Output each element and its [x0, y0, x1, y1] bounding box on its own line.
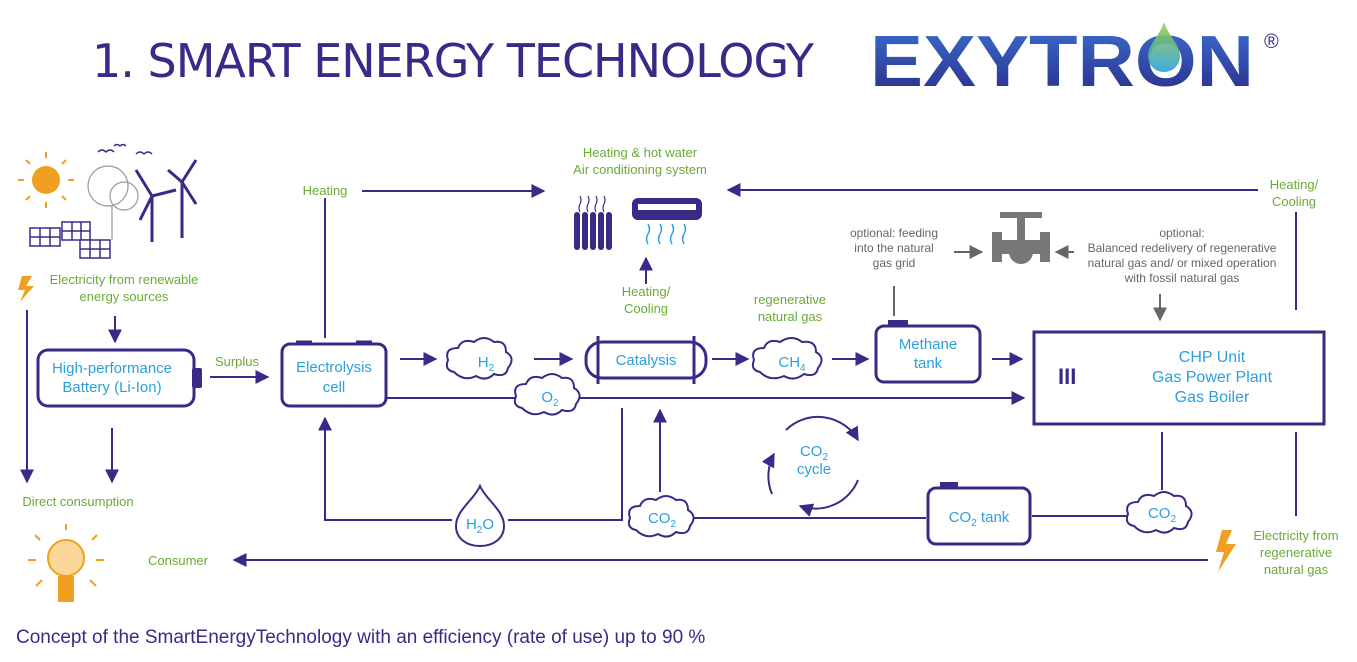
- optional-feed-label-1: optional: feeding: [850, 226, 938, 240]
- co2-left-label: CO2: [648, 510, 677, 530]
- electricity-regen-label-3: natural gas: [1264, 562, 1329, 577]
- h2o-text: H: [466, 516, 477, 533]
- co2-tank-subscript: 2: [971, 518, 977, 529]
- catalysis-node: Catalysis: [584, 336, 708, 384]
- chp-label-1: CHP Unit: [1179, 349, 1246, 366]
- tree-icon: [87, 165, 139, 240]
- electrolysis-label-2: cell: [323, 379, 346, 396]
- electricity-regen-label-2: regenerative: [1260, 545, 1332, 560]
- consumer-label: Consumer: [148, 553, 209, 568]
- sun-icon: [18, 152, 74, 208]
- co2-left-text: CO: [648, 510, 671, 527]
- co2-tank-label: CO2 tank: [949, 509, 1010, 529]
- o2-text: O: [541, 389, 553, 406]
- optional-redelivery-label-1: optional:: [1159, 226, 1204, 240]
- renewable-sources-illustration: [18, 143, 198, 259]
- chp-unit-node: III CHP Unit Gas Power Plant Gas Boiler: [1032, 330, 1326, 426]
- co2-tank-suffix: tank: [977, 509, 1010, 526]
- heating-cooling-right-label-2: Cooling: [1272, 194, 1316, 209]
- renewable-label-2: energy sources: [80, 289, 169, 304]
- co2-tank-node: CO2 tank: [926, 482, 1032, 546]
- regen-gas-label-1: regenerative: [754, 292, 826, 307]
- flow-lines: [20, 183, 1297, 567]
- h2-cloud: H2: [445, 337, 513, 380]
- surplus-label: Surplus: [215, 354, 260, 369]
- ch4-label: CH4: [778, 354, 806, 374]
- light-bulb-icon: [28, 524, 104, 602]
- h2-label: H2: [478, 354, 495, 374]
- chp-label-3: Gas Boiler: [1175, 389, 1250, 406]
- co2-cloud-right: CO2: [1125, 491, 1193, 534]
- ch4-subscript: 4: [800, 363, 806, 374]
- air-conditioner-icon: [632, 198, 702, 245]
- heating-cooling-mid-label-2: Cooling: [624, 301, 668, 316]
- optional-redelivery-label-4: with fossil natural gas: [1124, 271, 1240, 285]
- methane-label-2: tank: [914, 355, 943, 372]
- electrolysis-node: Electrolysis cell: [280, 340, 388, 408]
- heating-cooling-mid-label-1: Heating/: [622, 284, 671, 299]
- solar-panel-icon: [29, 221, 111, 259]
- electricity-regen-label-1: Electricity from: [1253, 528, 1338, 543]
- diagram-caption: Concept of the SmartEnergyTechnology wit…: [16, 627, 706, 648]
- optional-feed-label-2: into the natural: [854, 241, 933, 255]
- ch4-cloud: CH4: [751, 337, 823, 380]
- co2-cycle-text: CO: [800, 443, 823, 460]
- lightning-icon-left: [18, 276, 34, 302]
- heating-cooling-right-label-1: Heating/: [1270, 177, 1319, 192]
- o2-label: O2: [541, 389, 559, 409]
- methane-label-1: Methane: [899, 336, 957, 353]
- h2o-label: H2O: [466, 516, 494, 536]
- co2-left-subscript: 2: [670, 519, 676, 530]
- renewable-label-1: Electricity from renewable: [50, 272, 199, 287]
- co2-cycle-word: cycle: [797, 461, 831, 478]
- chp-marker: III: [1058, 364, 1076, 389]
- logo-registered: ®: [1264, 31, 1279, 53]
- water-drop: H2O: [454, 483, 506, 548]
- h2-text: H: [478, 354, 489, 371]
- wind-turbine-icon: [134, 159, 198, 242]
- exytron-logo: EXYTRON ®: [870, 22, 1279, 98]
- h2o-subscript: 2: [477, 525, 483, 536]
- logo-wordmark: EXYTRON: [870, 22, 1254, 98]
- co2-right-text: CO: [1148, 505, 1171, 522]
- h2o-suffix: O: [482, 516, 494, 533]
- methane-tank-node: Methane tank: [874, 320, 982, 384]
- optional-feed-label-3: gas grid: [873, 256, 916, 270]
- co2-cycle-arrows: [761, 415, 859, 517]
- catalysis-label: Catalysis: [616, 352, 677, 369]
- ch4-text: CH: [778, 354, 800, 371]
- gas-valve-icon: [992, 212, 1050, 264]
- lightning-icon-right: [1216, 530, 1236, 572]
- battery-label-2: Battery (Li-Ion): [62, 379, 161, 396]
- logo-drop-icon: [1148, 22, 1180, 72]
- birds-icon: [97, 143, 153, 156]
- h2-subscript: 2: [489, 363, 495, 374]
- o2-subscript: 2: [553, 398, 559, 409]
- direct-consumption-label: Direct consumption: [22, 494, 133, 509]
- battery-node: High-performance Battery (Li-Ion): [36, 348, 202, 408]
- electrolysis-label-1: Electrolysis: [296, 359, 372, 376]
- co2-tank-text: CO: [949, 509, 972, 526]
- co2-cycle-label: CO2: [800, 443, 829, 463]
- regen-gas-label-2: natural gas: [758, 309, 823, 324]
- battery-label-1: High-performance: [52, 360, 172, 377]
- radiator-icon: [574, 195, 612, 250]
- co2-right-label: CO2: [1148, 505, 1177, 525]
- co2-cloud-left: CO2: [627, 495, 695, 538]
- co2-cycle-subscript: 2: [822, 452, 828, 463]
- co2-right-subscript: 2: [1170, 514, 1176, 525]
- air-conditioning-label: Air conditioning system: [573, 162, 707, 177]
- page-title: 1. SMART ENERGY TECHNOLOGY: [92, 34, 814, 88]
- chp-label-2: Gas Power Plant: [1152, 369, 1273, 386]
- o2-cloud: O2: [513, 373, 581, 416]
- heating-label: Heating: [303, 183, 348, 198]
- heating-hot-water-label: Heating & hot water: [583, 145, 698, 160]
- optional-redelivery-label-2: Balanced redelivery of regenerative: [1088, 241, 1277, 255]
- optional-redelivery-label-3: natural gas and/ or mixed operation: [1088, 256, 1277, 270]
